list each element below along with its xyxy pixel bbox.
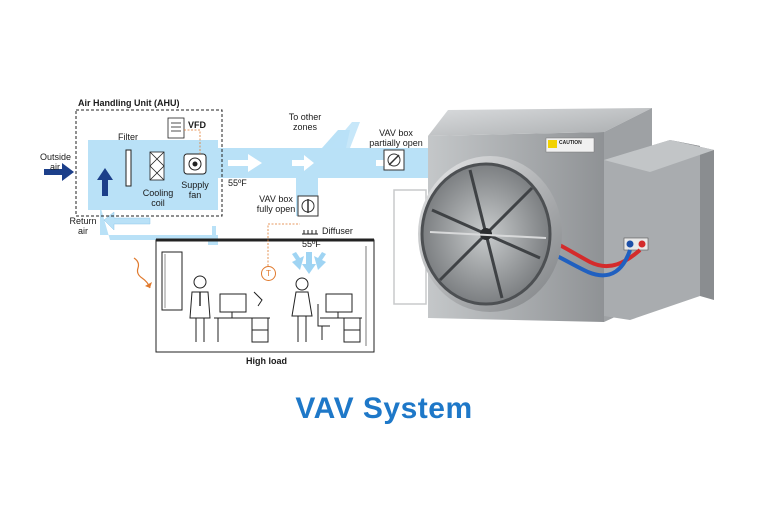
return-air-label: Return air bbox=[66, 216, 100, 236]
vav-partial-line-1: VAV box bbox=[379, 128, 413, 138]
vav-partial-label: VAV box partially open bbox=[364, 128, 428, 148]
damper-blade bbox=[431, 169, 541, 299]
ahu-title: Air Handling Unit (AHU) bbox=[78, 98, 180, 108]
ahu-boundary bbox=[75, 109, 223, 217]
supply-fan-label: Supply fan bbox=[180, 180, 210, 200]
room bbox=[155, 238, 375, 353]
high-load-label: High load bbox=[246, 356, 287, 366]
return-air-arrow bbox=[103, 211, 151, 231]
vav-full-line-2: fully open bbox=[256, 204, 296, 214]
outside-air-label: Outside air bbox=[40, 152, 72, 172]
return-air-line-2: air bbox=[77, 226, 88, 236]
page-title: VAV System bbox=[295, 392, 473, 425]
thermostat-symbol: T bbox=[266, 269, 271, 278]
vfd-wire bbox=[184, 129, 201, 154]
window bbox=[161, 251, 183, 311]
cooling-coil bbox=[149, 151, 165, 181]
outside-air-line-2: air bbox=[49, 162, 60, 172]
solar-heat-arrow bbox=[133, 257, 151, 289]
controls-enclosure bbox=[604, 140, 700, 320]
supply-fan-line-1: Supply bbox=[181, 180, 209, 190]
desk-2 bbox=[317, 293, 362, 343]
diffuser-temp-label: 55ºF bbox=[302, 239, 321, 249]
mixing-arrow bbox=[97, 168, 113, 196]
person-man bbox=[189, 275, 211, 342]
return-air-line-1: Return bbox=[69, 216, 97, 226]
filter bbox=[125, 149, 132, 187]
supply-temp-label: 55ºF bbox=[228, 178, 247, 188]
vav-box-unit bbox=[393, 108, 714, 322]
cooling-coil-line-1: Cooling bbox=[142, 188, 174, 198]
supply-fan-line-2: fan bbox=[188, 190, 202, 200]
other-zones-line-1: To other bbox=[288, 112, 322, 122]
caution-text: CAUTION bbox=[559, 140, 582, 146]
other-zones-line-2: zones bbox=[292, 122, 318, 132]
vav-full-label: VAV box fully open bbox=[256, 194, 296, 214]
outside-air-arrow bbox=[44, 163, 74, 181]
diffuser bbox=[302, 230, 318, 235]
vfd-label: VFD bbox=[188, 120, 206, 130]
supply-fan bbox=[183, 153, 207, 175]
filter-label: Filter bbox=[118, 132, 138, 142]
caution-label bbox=[545, 137, 595, 153]
cooling-coil-line-2: coil bbox=[151, 198, 165, 208]
vav-box-full bbox=[297, 195, 319, 217]
return-duct bbox=[100, 205, 218, 245]
vav-box-partial bbox=[383, 149, 405, 171]
desk-1 bbox=[214, 291, 270, 343]
thermostat-wire bbox=[267, 223, 300, 266]
diffuser-label: Diffuser bbox=[322, 226, 353, 236]
diffuser-air-arrows bbox=[292, 252, 326, 274]
cooling-coil-label: Cooling coil bbox=[140, 188, 176, 208]
vav-partial-line-2: partially open bbox=[369, 138, 423, 148]
vfd-unit bbox=[167, 117, 185, 139]
thermostat-icon: T bbox=[261, 266, 276, 281]
vav-full-line-1: VAV box bbox=[259, 194, 293, 204]
other-zones-label: To other zones bbox=[282, 112, 328, 132]
person-woman bbox=[291, 277, 313, 342]
outside-air-line-1: Outside bbox=[40, 152, 72, 162]
